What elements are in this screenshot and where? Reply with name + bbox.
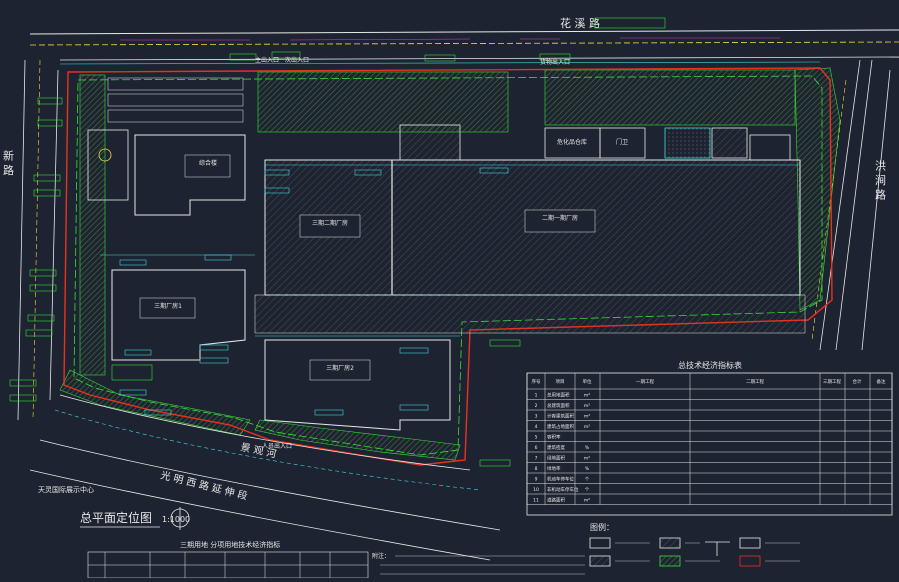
table-row-item: 总建筑面积 xyxy=(547,402,570,409)
table-row-unit: m² xyxy=(584,425,590,430)
table-row-item: 建筑占地面积 xyxy=(547,423,574,430)
building-label-3-1: 三期厂房1 xyxy=(154,302,182,310)
table-row-item: 绿地率 xyxy=(547,465,561,472)
table-row-no: 11 xyxy=(533,498,539,504)
table-header-cell: 合计 xyxy=(853,378,862,385)
building-label-3-2: 三期厂房2 xyxy=(326,364,354,372)
lower-tech-table: 三期用地 分项用地技术经济指标 附注： xyxy=(87,540,585,579)
table-row-no: 8 xyxy=(535,466,538,472)
building-label-2b: 二期一期厂房 xyxy=(542,214,578,222)
tech-indicator-table: 总技术经济指标表 序号 项目 单位 一期工程 二期工程 三期工程 合计 备注 1 总用地面积 m² 2… xyxy=(526,360,893,516)
table-header-cell: 单位 xyxy=(583,378,592,385)
table-row-item: 建筑密度 xyxy=(547,444,565,451)
entrance-secondary: 次出入口 xyxy=(285,56,309,64)
entrance-labels: 主出入口 次出入口 货物出入口 人员出入口 xyxy=(255,56,570,450)
building-label-guard: 门卫 xyxy=(616,138,628,146)
plan-title: 总平面定位图 xyxy=(80,510,152,525)
east-road-name: 洪 涧 路 xyxy=(874,159,887,201)
north-road-name: 花 溪 路 xyxy=(560,17,600,30)
table-row-unit: m² xyxy=(584,404,590,409)
table-row-item: 计容建筑面积 xyxy=(547,413,574,420)
table-header-cell: 项目 xyxy=(556,379,565,385)
north-road: 花 溪 路 xyxy=(29,17,899,65)
paved-yard xyxy=(254,294,806,334)
table-row-unit: % xyxy=(585,445,590,451)
building-label-haz: 危化品仓库 xyxy=(557,138,587,146)
building-label-office: 综合楼 xyxy=(199,159,217,167)
table-header-cell: 二期工程 xyxy=(746,378,764,385)
building-phase2: 三期二期厂房 二期一期厂房 xyxy=(264,159,801,296)
south-road-name: 光 明 西 路 延 伸 段 xyxy=(159,468,249,502)
entrance-cargo: 货物出入口 xyxy=(540,58,570,66)
building-office: 综合楼 xyxy=(87,129,246,216)
legend-title: 图例： xyxy=(590,522,614,532)
table-row-item: 绿地面积 xyxy=(547,455,565,462)
table-row-item: 非机动车停车位 xyxy=(547,486,579,493)
plan-scale: 1:1000 xyxy=(162,515,190,524)
plan-title-block: 总平面定位图 1:1000 xyxy=(80,507,190,530)
building-phase3-2: 三期厂房2 xyxy=(255,335,460,431)
table-row-item: 道路面积 xyxy=(547,497,565,504)
table-row-no: 9 xyxy=(535,477,538,483)
table-row-unit: m² xyxy=(584,457,590,462)
table-row-no: 3 xyxy=(535,414,538,420)
north-structures: 危化品仓库 门卫 xyxy=(399,124,791,161)
table-header-cell: 序号 xyxy=(532,378,541,385)
entrance-main: 主出入口 xyxy=(255,56,279,64)
building-label-2a: 三期二期厂房 xyxy=(312,219,348,227)
parking-stalls xyxy=(107,77,244,123)
east-road: 洪 涧 路 xyxy=(811,59,891,351)
table-row-item: 容积率 xyxy=(547,434,561,441)
table-row-no: 5 xyxy=(535,435,538,441)
table-row-no: 1 xyxy=(535,393,538,399)
legend: 图例： xyxy=(589,522,800,567)
table-header-cell: 备注 xyxy=(877,378,886,385)
table-row-item: 机动车停车位 xyxy=(547,476,574,483)
annotation-tags xyxy=(9,51,571,467)
note-label: 附注： xyxy=(372,552,390,560)
table-row-no: 7 xyxy=(535,456,538,462)
entrance-staff: 人员出入口 xyxy=(262,442,292,450)
west-road-name: 新 路 xyxy=(2,149,15,176)
table-row-unit: 个 xyxy=(585,477,590,483)
table-header-cell: 一期工程 xyxy=(636,378,654,385)
table-header-cell: 三期工程 xyxy=(823,378,841,385)
tech-table-title: 总技术经济指标表 xyxy=(678,360,742,370)
site-boundary xyxy=(63,67,833,466)
green-areas xyxy=(59,67,841,461)
table-row-unit: 个 xyxy=(585,487,590,493)
table-row-no: 2 xyxy=(535,403,538,409)
lower-table-title: 三期用地 分项用地技术经济指标 xyxy=(180,540,280,549)
district-center-label: 天灵国际展示中心 xyxy=(38,485,94,494)
table-row-item: 总用地面积 xyxy=(547,392,570,399)
west-road: 新 路 xyxy=(2,59,59,421)
table-row-no: 4 xyxy=(535,424,538,430)
building-phase3-1: 三期厂房1 xyxy=(100,254,255,381)
table-row-unit: m² xyxy=(584,394,590,399)
table-row-no: 6 xyxy=(535,445,538,451)
table-row-unit: % xyxy=(585,466,590,472)
table-row-no: 10 xyxy=(533,487,539,493)
table-row-unit: m² xyxy=(584,415,590,420)
table-row-unit: m² xyxy=(584,499,590,504)
